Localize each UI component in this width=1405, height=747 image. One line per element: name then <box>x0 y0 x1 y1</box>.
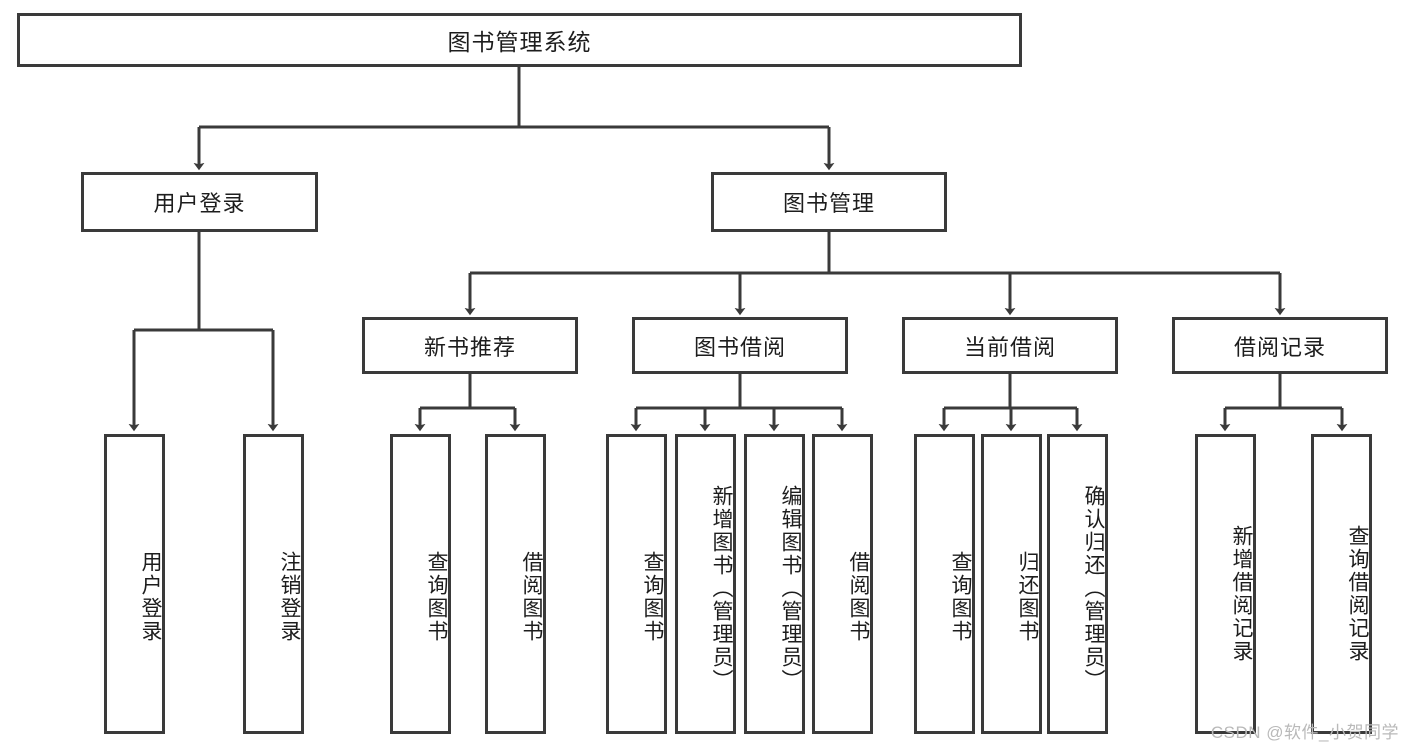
node-leaf-confirm-return-label: 确认归还（管理员） <box>1082 484 1105 692</box>
node-leaf-logout-login[interactable]: 注销登录 <box>243 434 304 734</box>
node-book-management[interactable]: 图书管理 <box>711 172 947 232</box>
node-leaf-borrow-book-1-label: 借阅图书 <box>520 551 543 643</box>
node-leaf-query-record[interactable]: 查询借阅记录 <box>1311 434 1372 734</box>
node-leaf-query-book-1-label: 查询图书 <box>425 551 448 643</box>
node-leaf-query-book-1[interactable]: 查询图书 <box>390 434 451 734</box>
node-book-borrow-label: 图书借阅 <box>693 334 786 360</box>
node-leaf-borrow-book-2[interactable]: 借阅图书 <box>812 434 873 734</box>
node-leaf-query-book-2[interactable]: 查询图书 <box>606 434 667 734</box>
node-leaf-add-book-label: 新增图书（管理员） <box>710 484 733 692</box>
node-root-label: 图书管理系统 <box>447 29 592 55</box>
node-leaf-borrow-book-1[interactable]: 借阅图书 <box>485 434 546 734</box>
node-leaf-return-book-label: 归还图书 <box>1016 551 1039 643</box>
node-user-login[interactable]: 用户登录 <box>81 172 318 232</box>
node-leaf-query-book-3[interactable]: 查询图书 <box>914 434 975 734</box>
node-leaf-confirm-return[interactable]: 确认归还（管理员） <box>1047 434 1108 734</box>
node-new-book-recommend[interactable]: 新书推荐 <box>362 317 578 374</box>
node-book-borrow[interactable]: 图书借阅 <box>632 317 848 374</box>
node-leaf-edit-book[interactable]: 编辑图书（管理员） <box>744 434 805 734</box>
node-borrow-record-label: 借阅记录 <box>1233 334 1326 360</box>
node-leaf-add-record-label: 新增借阅记录 <box>1230 525 1253 663</box>
watermark-text: CSDN @软件_小贺同学 <box>1210 723 1399 742</box>
node-book-management-label: 图书管理 <box>782 191 875 216</box>
node-root[interactable]: 图书管理系统 <box>17 13 1022 67</box>
node-leaf-logout-login-label: 注销登录 <box>278 551 301 643</box>
node-current-borrow-label: 当前借阅 <box>963 334 1056 360</box>
node-leaf-user-login-label: 用户登录 <box>139 551 162 643</box>
node-leaf-add-record[interactable]: 新增借阅记录 <box>1195 434 1256 734</box>
node-leaf-query-record-label: 查询借阅记录 <box>1346 525 1369 663</box>
node-leaf-query-book-2-label: 查询图书 <box>641 551 664 643</box>
node-leaf-user-login[interactable]: 用户登录 <box>104 434 165 734</box>
node-current-borrow[interactable]: 当前借阅 <box>902 317 1118 374</box>
node-new-book-recommend-label: 新书推荐 <box>423 334 516 360</box>
node-leaf-borrow-book-2-label: 借阅图书 <box>847 551 870 643</box>
node-leaf-edit-book-label: 编辑图书（管理员） <box>779 484 802 692</box>
node-user-login-label: 用户登录 <box>153 191 246 216</box>
node-leaf-add-book[interactable]: 新增图书（管理员） <box>675 434 736 734</box>
node-leaf-return-book[interactable]: 归还图书 <box>981 434 1042 734</box>
node-leaf-query-book-3-label: 查询图书 <box>949 551 972 643</box>
node-borrow-record[interactable]: 借阅记录 <box>1172 317 1388 374</box>
